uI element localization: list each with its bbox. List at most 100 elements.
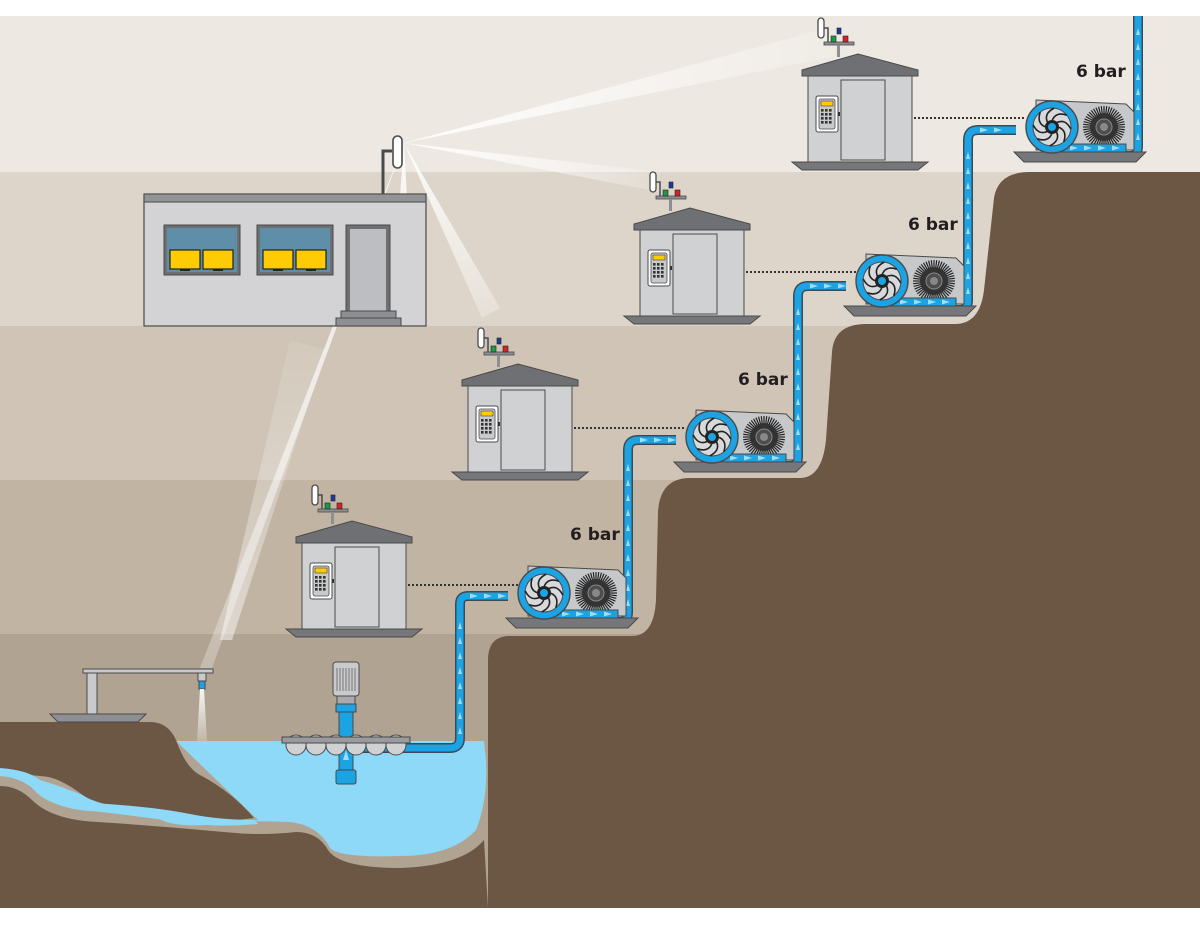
keypad-key — [485, 427, 488, 430]
keypad-key — [661, 267, 664, 270]
control-cabinet-1 — [284, 484, 518, 638]
pressure-label-1: 6 bar — [570, 525, 620, 545]
water-spray — [197, 689, 207, 741]
keypad-key — [661, 263, 664, 266]
status-light-red — [502, 345, 509, 353]
pump-base — [672, 461, 808, 473]
impeller-blade — [1036, 132, 1053, 141]
keypad-key — [315, 588, 318, 591]
flow-arrow — [1112, 145, 1120, 151]
keypad-key — [829, 121, 832, 124]
impeller-blade — [696, 442, 713, 451]
cabinet-roof — [295, 520, 413, 544]
wireless-antenna-icon — [392, 135, 403, 169]
cabinet-roof — [633, 207, 751, 231]
keypad-key — [481, 423, 484, 426]
beam-to-station-2 — [404, 143, 500, 318]
flow-arrow — [1136, 28, 1140, 35]
keypad-key — [825, 117, 828, 120]
status-light-green — [662, 189, 669, 197]
flow-arrow — [626, 524, 630, 531]
flow-arrow — [1136, 73, 1140, 80]
water-outlet-nozzle-icon — [198, 680, 206, 690]
impeller-blade — [543, 579, 560, 588]
flow-arrow — [626, 539, 630, 546]
flow-arrow — [966, 257, 970, 264]
flow-arrow — [1136, 88, 1140, 95]
riverbank — [0, 722, 254, 822]
building-roof — [143, 193, 427, 203]
status-light-red — [336, 502, 343, 510]
flow-arrow — [1136, 103, 1140, 110]
flow-arrow — [458, 652, 462, 659]
flow-arrow — [796, 398, 800, 405]
control-cabinet-2 — [450, 327, 686, 481]
keypad-key — [319, 576, 322, 579]
pump-flange — [335, 703, 357, 713]
impeller-blade — [547, 586, 564, 596]
flow-arrow — [838, 283, 846, 289]
window-1 — [163, 224, 241, 276]
nozzle-holder — [197, 672, 207, 682]
beacon-bar — [317, 508, 349, 513]
flow-arrow — [796, 323, 800, 330]
flow-arrow — [966, 197, 970, 204]
cabinet-door — [500, 389, 546, 471]
keypad-key — [481, 427, 484, 430]
flow-arrow — [730, 455, 738, 461]
top-margin — [0, 0, 1200, 16]
impeller-blade — [885, 274, 902, 284]
impeller-blade — [1032, 124, 1049, 134]
cabinet-antenna-icon — [649, 171, 657, 193]
intake-strainer — [335, 769, 357, 785]
flow-arrow — [626, 554, 630, 561]
flow-arrow — [980, 127, 988, 133]
antenna-bracket — [656, 181, 661, 196]
flow-arrow — [796, 428, 800, 435]
impeller-blade — [875, 261, 885, 278]
cabinet-door — [840, 79, 886, 161]
status-light-green — [324, 502, 331, 510]
keypad-key — [821, 117, 824, 120]
flow-arrow — [626, 599, 630, 606]
keypad-key — [489, 427, 492, 430]
impeller-blade — [862, 278, 879, 288]
keypad-key — [489, 423, 492, 426]
beacon-post — [331, 512, 334, 524]
beacon-bar — [655, 195, 687, 200]
pump-inlet-eye — [878, 277, 886, 285]
keypad-key — [323, 588, 326, 591]
flow-arrow — [590, 611, 598, 617]
bottom-margin — [0, 908, 1200, 928]
keypad-key — [653, 275, 656, 278]
keypad-key — [485, 431, 488, 434]
flow-arrow — [966, 152, 970, 159]
status-light-red — [674, 189, 681, 197]
flow-arrow — [654, 437, 662, 443]
pump-base — [842, 305, 978, 317]
status-light-blue — [668, 181, 674, 189]
float-platform — [281, 736, 411, 744]
keypad-key — [657, 263, 660, 266]
monitor-1 — [169, 249, 201, 270]
booster-pump-2 — [672, 409, 808, 473]
flow-arrow — [1098, 145, 1106, 151]
panel-display — [652, 254, 666, 261]
panel-display — [480, 410, 494, 417]
flow-arrow — [966, 272, 970, 279]
keypad-key — [485, 419, 488, 422]
impeller-blade — [866, 286, 883, 295]
motor-shaft — [930, 277, 938, 285]
flow-arrow — [824, 283, 832, 289]
monitor-2 — [295, 249, 327, 270]
impeller-blade — [1045, 107, 1055, 124]
flow-arrow — [1136, 43, 1140, 50]
cabinet-roof — [461, 363, 579, 387]
flow-arrow — [626, 479, 630, 486]
booster-pump-3 — [842, 253, 978, 317]
panel-display — [820, 100, 834, 107]
impeller-blade — [530, 577, 539, 594]
motor-shaft — [1100, 123, 1108, 131]
flow-arrow — [498, 593, 506, 599]
monitor-stand — [180, 269, 190, 271]
